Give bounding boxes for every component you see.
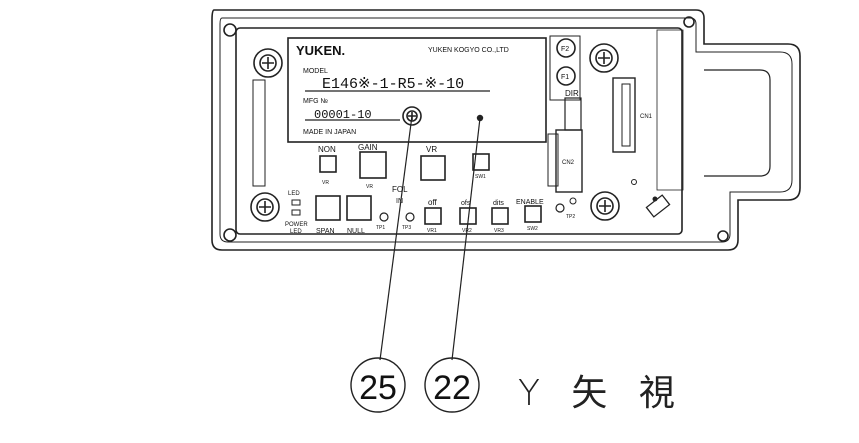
in-label: IN [396, 198, 403, 205]
mfg-label: MFG № [303, 98, 328, 105]
tp2-label: TP2 [566, 214, 575, 220]
sw2-label: SW2 [527, 226, 538, 232]
screw-top-right [589, 43, 619, 73]
model-label: MODEL [303, 68, 328, 75]
gain-label: GAIN [358, 143, 378, 152]
housing-inner-outline [219, 17, 793, 243]
leader-line-22 [451, 117, 481, 361]
null-label: NULL [347, 228, 365, 235]
fol-label: FOL [392, 185, 408, 194]
fuse-f1-label: F1 [561, 74, 569, 81]
brand-logo-text: YUKEN. [296, 43, 345, 58]
vr-c-label: VR [426, 145, 437, 154]
housing-outline [211, 9, 801, 251]
tp1-label: TP1 [376, 225, 385, 231]
enable-label: ENABLE [516, 199, 544, 206]
vr-a-label: VR [322, 180, 329, 186]
pcb-board [235, 27, 683, 235]
cn1-connector [612, 77, 636, 153]
nameplate [287, 37, 547, 143]
sw1-label: SW1 [475, 174, 486, 180]
connector-tab [704, 69, 771, 177]
vr-pot [420, 155, 446, 181]
cn1-label: CN1 [640, 114, 653, 120]
part-22-dot [476, 114, 484, 122]
leader-line-25 [379, 115, 413, 361]
tp3-label: TP3 [402, 225, 411, 231]
cn2-label: CN2 [562, 160, 575, 166]
model-text: E146※-1-R5-※-10 [322, 76, 464, 93]
vr2-label: VR2 [462, 228, 472, 234]
callout-circle-25 [350, 357, 406, 413]
screw-part-25 [402, 106, 422, 126]
null-pot [346, 195, 372, 221]
origin-text: MADE IN JAPAN [303, 129, 356, 136]
vr-b-label: VR [366, 184, 373, 190]
vr3-label: VR3 [494, 228, 504, 234]
vr1-label: VR1 [427, 228, 437, 234]
callout-25: 25 [359, 369, 397, 407]
screw-bottom-left [250, 192, 280, 222]
company-text: YUKEN KOGYO CO.,LTD [428, 47, 509, 54]
enable-switch [524, 205, 542, 223]
dits-label: dits [493, 200, 504, 207]
fuse-f1-marker [556, 66, 576, 86]
span-label: SPAN [316, 228, 335, 235]
callout-22: 22 [433, 369, 471, 407]
led-label: LED [288, 191, 300, 197]
non-switch [319, 155, 337, 173]
off-label: off [428, 198, 438, 207]
dir-label: DIR [565, 89, 579, 98]
fuse-f2-label: F2 [561, 46, 569, 53]
ofs-label: ofs [461, 200, 471, 207]
fuse-f2-marker [556, 38, 576, 58]
screw-bottom-right [590, 191, 620, 221]
mfg-number: 00001-10 [314, 108, 372, 122]
led-sub-label: LED [290, 229, 302, 235]
power-label: POWER [285, 222, 308, 228]
callout-circle-22 [424, 357, 480, 413]
sw1-switch [472, 153, 490, 171]
gain-pot [359, 151, 387, 179]
view-label: Y 矢 視 [518, 373, 685, 414]
screw-top-left [253, 48, 283, 78]
span-pot [315, 195, 341, 221]
non-label: NON [318, 145, 336, 154]
